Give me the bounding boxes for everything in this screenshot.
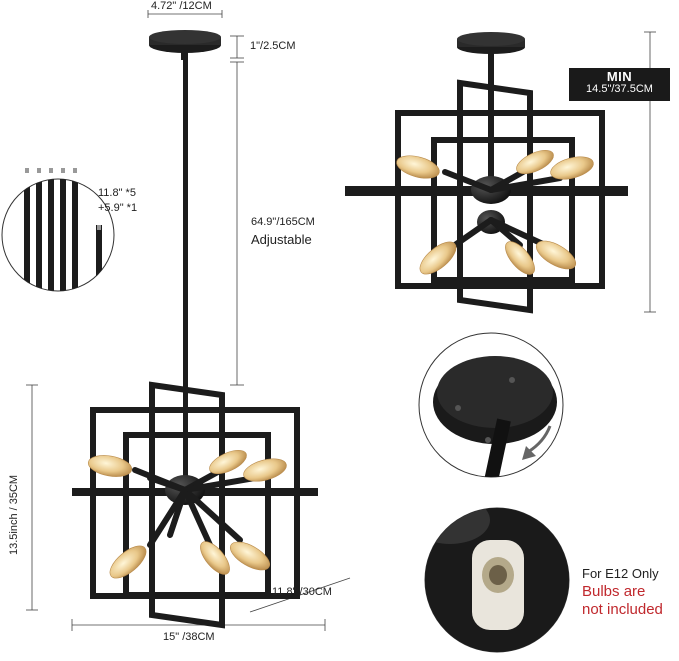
fixture-height-label: 13.5inch / 35CM <box>8 474 20 555</box>
fixture-depth-label: 11.8" /30CM <box>272 586 332 598</box>
socket-type-label: For E12 Only <box>582 566 659 581</box>
min-value: 14.5"/37.5CM <box>586 82 653 95</box>
adjustable-label: Adjustable <box>251 232 312 247</box>
canopy-height-label: 1"/2.5CM <box>250 40 296 52</box>
rod-detail <box>1 168 115 292</box>
fixture-left <box>72 30 318 629</box>
fixture-width-label: 15" /38CM <box>163 631 215 643</box>
rod-lengths-line2: +5.9" *1 <box>98 202 138 214</box>
dimension-lines <box>26 10 656 631</box>
min-title: MIN <box>606 69 633 84</box>
socket-detail <box>424 507 570 653</box>
canopy-detail <box>418 332 564 478</box>
max-height-label: 64.9"/165CM <box>251 216 315 228</box>
min-height-badge: MIN 14.5"/37.5CM <box>569 68 670 101</box>
bulbs-not-included-line2: not included <box>582 600 663 618</box>
bulbs-not-included-line1: Bulbs are <box>582 582 646 600</box>
rod-lengths-line1: 11.8" *5 <box>98 187 136 199</box>
bulb-note: For E12 Only Bulbs are not included <box>582 566 663 619</box>
fixture-right <box>345 32 628 314</box>
canopy-width-label: 4.72" /12CM <box>151 0 212 12</box>
